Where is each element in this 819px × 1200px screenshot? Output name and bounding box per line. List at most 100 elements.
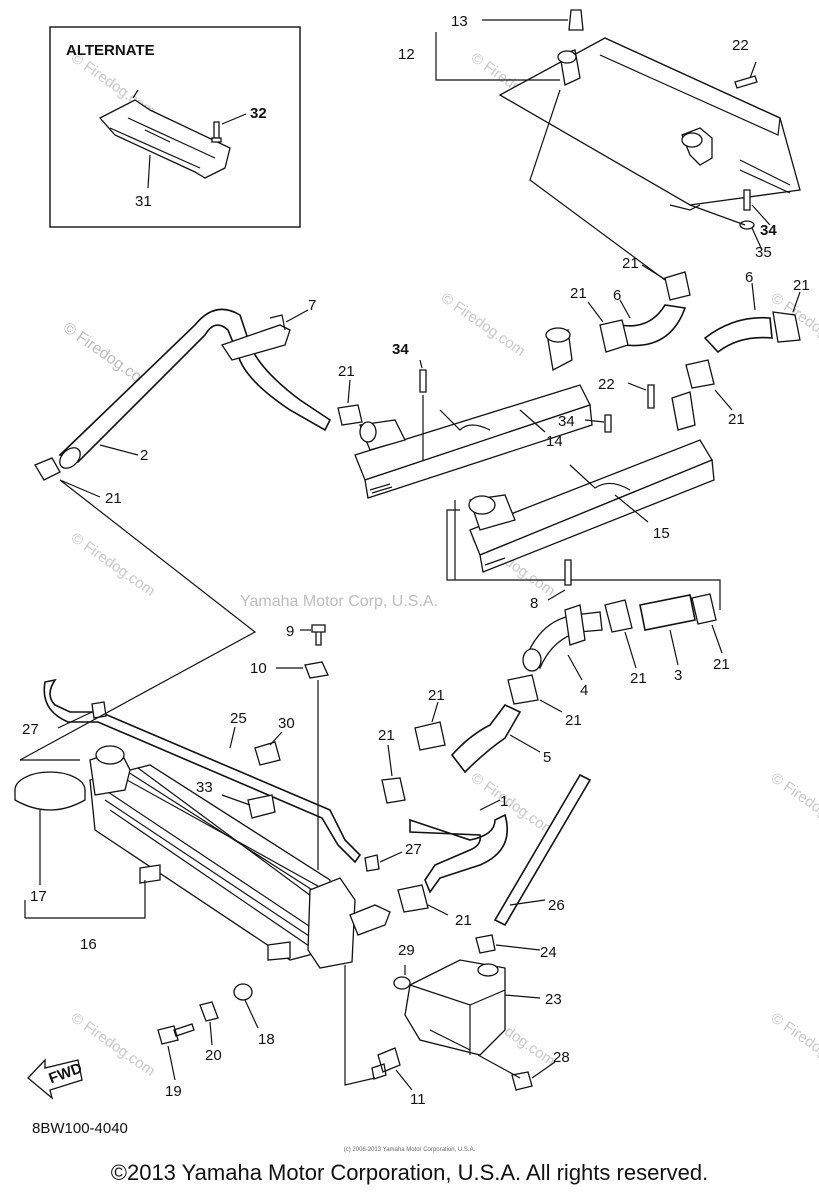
bolt-34-r15 [604, 414, 612, 433]
leader-33 [221, 794, 251, 806]
hose-1 [381, 744, 509, 916]
callouts: 1 2 3 4 5 6 6 7 8 9 10 11 12 13 14 15 16… [22, 13, 810, 1108]
cover-outlet-mouth [681, 132, 703, 148]
leader-21-r14 [347, 379, 351, 404]
bracket-30 [254, 741, 281, 766]
radiator-16-tank [307, 877, 356, 969]
tiny-copyright: (c) 2008-2013 Yamaha Motor Corporation, … [343, 1147, 476, 1153]
watermark-firedog: © Firedog.com [68, 529, 159, 599]
radiator-16-filler-mouth [95, 745, 125, 765]
leader-21-6c [641, 264, 667, 281]
leader-5 [509, 734, 541, 753]
clamp-21-4b [507, 674, 539, 705]
callout-35: 35 [755, 244, 772, 261]
clamp-21-3 [691, 593, 717, 625]
callout-22a: 22 [732, 37, 749, 54]
leader-21-6b [792, 291, 801, 313]
bolt-34-r14 [419, 369, 427, 393]
leader-26 [509, 899, 546, 906]
callout-18: 18 [258, 1031, 275, 1048]
callout-21b: 21 [338, 363, 355, 380]
pipe-4-assembly [507, 559, 723, 713]
bracket-31-detail [109, 89, 216, 169]
callout-21g: 21 [630, 670, 647, 687]
cover-edge [599, 37, 791, 211]
leader-22-r15 [627, 382, 647, 391]
reservoir-cap [477, 963, 499, 977]
sensor-11 [371, 1047, 401, 1080]
leader-27b [379, 851, 403, 863]
radiator-14-front [364, 404, 593, 499]
leader-15 [614, 494, 649, 523]
hose-6-right [703, 316, 773, 354]
watermark-firedog: © Firedog.com [438, 289, 529, 359]
watermark-firedog: © Firedog.com [768, 1009, 819, 1079]
watermark-yamaha: Yamaha Motor Corp, U.S.A. [240, 593, 438, 610]
pipe-4-bracket [564, 604, 586, 646]
leader-34-top [751, 204, 771, 226]
callout-21d: 21 [622, 255, 639, 272]
assembly-line-cover [529, 89, 746, 281]
assembly-line-tank [429, 1029, 521, 1079]
pipe-4-end [522, 648, 542, 672]
callout-6b: 6 [745, 269, 753, 286]
inset-border [49, 26, 301, 228]
leader-8 [547, 589, 566, 601]
callout-23: 23 [545, 991, 562, 1008]
leader-14 [519, 409, 546, 433]
grommet-18 [233, 983, 253, 1001]
callout-14: 14 [546, 433, 563, 450]
bolt-34-top [743, 189, 751, 211]
hose-6-left [618, 304, 687, 347]
leader-21-hose2 [59, 479, 101, 498]
radiator-14-fins [369, 409, 491, 494]
leader-21-1b [427, 904, 449, 916]
hose-2 [34, 308, 332, 498]
callout-34c: 34 [558, 413, 575, 430]
watermark-layer: © Firedog.com © Firedog.com © Firedog.co… [60, 49, 819, 1079]
leader-21-4b [539, 699, 563, 713]
cap-17-side [14, 790, 86, 811]
bolt-32-head [211, 137, 222, 143]
leader-6b [751, 282, 756, 311]
leader-21-6d [714, 389, 733, 411]
leader-34-r14 [419, 359, 423, 369]
callout-21l: 21 [455, 912, 472, 929]
radiator-15-inlet [671, 391, 696, 431]
clamp-21-6c [664, 271, 691, 301]
bracket-7 [220, 324, 291, 361]
callout-21j: 21 [428, 687, 445, 704]
radiator-cap-17 [14, 771, 86, 811]
clamp-21-5 [414, 721, 446, 751]
copyright-notice: ©2013 Yamaha Motor Corporation, U.S.A. A… [110, 1160, 709, 1185]
callout-10: 10 [250, 660, 267, 677]
callout-24: 24 [540, 944, 557, 961]
callout-34b: 34 [392, 341, 409, 358]
filler-neck-12-top [557, 50, 577, 64]
hose-5 [414, 701, 541, 774]
radiator-15-outlet-mouth [468, 495, 496, 515]
callout-32: 32 [250, 105, 267, 122]
fwd-arrow: FWD [27, 1058, 85, 1100]
callout-21i: 21 [565, 712, 582, 729]
guide-line-a [19, 479, 257, 761]
leader-28 [531, 1061, 556, 1079]
callout-5: 5 [543, 749, 551, 766]
leader-21-4a [624, 631, 637, 669]
clamp-21-6b [772, 311, 801, 343]
cap-24 [475, 934, 496, 954]
radiator-15-fins [484, 464, 631, 566]
leader-23 [504, 994, 541, 999]
assembly-line-r15 [446, 509, 721, 610]
leader-22-top [749, 61, 757, 79]
clamp-21-4a [604, 599, 633, 633]
bolt-22-r15 [647, 384, 655, 409]
diagram-code: 8BW100-4040 [32, 1120, 128, 1137]
callout-21e: 21 [793, 277, 810, 294]
radiator-16-fins [104, 767, 331, 949]
radiator-16 [24, 745, 391, 969]
callout-15: 15 [653, 525, 670, 542]
callout-19: 19 [165, 1083, 182, 1100]
callout-13: 13 [451, 13, 468, 30]
